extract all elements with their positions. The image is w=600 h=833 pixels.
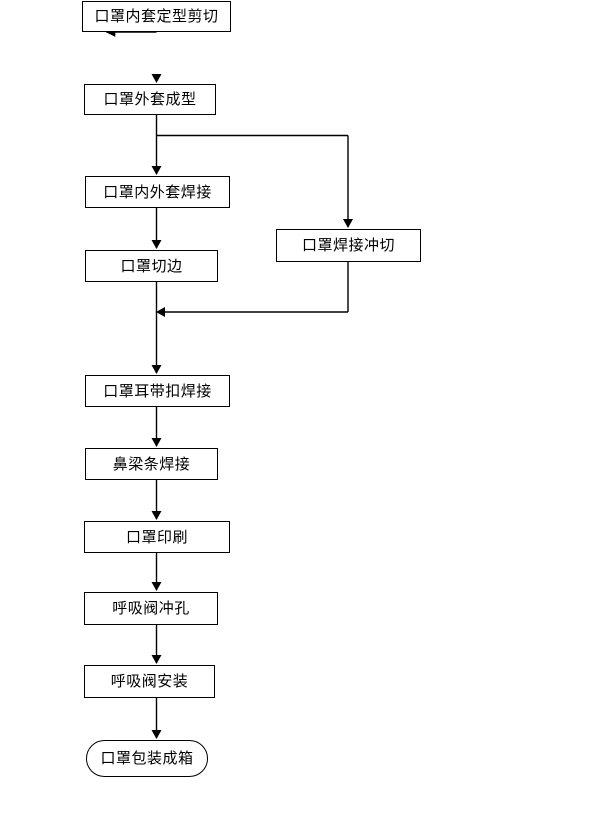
- node-label: 鼻梁条焊接: [112, 454, 191, 473]
- node-label: 口罩内套定型剪切: [94, 7, 219, 25]
- node-label: 呼吸阀冲孔: [112, 599, 190, 617]
- arrowhead-into-n5: [151, 240, 162, 249]
- arrowhead-into-n11: [151, 730, 162, 739]
- node-valve-hole-punching[interactable]: 呼吸阀冲孔: [84, 592, 218, 625]
- arrowhead-into-n2: [151, 74, 162, 83]
- node-mask-printing[interactable]: 口罩印刷: [84, 521, 230, 553]
- node-label: 口罩包装成箱: [100, 749, 194, 767]
- node-mask-weld-punching[interactable]: 口罩焊接冲切: [276, 229, 421, 262]
- node-mask-packaging-boxing[interactable]: 口罩包装成箱: [86, 740, 208, 777]
- arrowhead-into-n8: [151, 511, 162, 520]
- node-nose-bridge-welding[interactable]: 鼻梁条焊接: [85, 448, 218, 480]
- node-label: 口罩耳带扣焊接: [103, 381, 212, 400]
- arrowhead-into-n3: [151, 166, 162, 175]
- arrowhead-merge-left: [156, 307, 165, 317]
- arrowhead-into-n4: [343, 219, 353, 228]
- node-mask-earloop-buckle-welding[interactable]: 口罩耳带扣焊接: [85, 375, 230, 407]
- node-mask-inner-layer-trim[interactable]: 口罩内套定型剪切: [82, 1, 231, 32]
- node-label: 口罩切边: [120, 256, 183, 275]
- node-valve-installation[interactable]: 呼吸阀安装: [84, 665, 215, 698]
- node-label: 呼吸阀安装: [110, 672, 189, 690]
- arrowhead-into-n9: [151, 582, 162, 591]
- node-label: 口罩内外套焊接: [103, 182, 212, 201]
- node-mask-edge-cutting[interactable]: 口罩切边: [85, 250, 218, 282]
- node-label: 口罩外套成型: [103, 90, 197, 108]
- node-mask-inner-outer-welding[interactable]: 口罩内外套焊接: [85, 176, 230, 208]
- node-label: 口罩焊接冲切: [301, 236, 395, 254]
- arrowhead-into-n7: [151, 438, 162, 447]
- arrowhead-into-n10: [151, 655, 162, 664]
- arrowhead-into-n6: [151, 365, 162, 374]
- node-label: 口罩印刷: [125, 527, 188, 546]
- node-mask-outer-layer-forming[interactable]: 口罩外套成型: [84, 84, 216, 115]
